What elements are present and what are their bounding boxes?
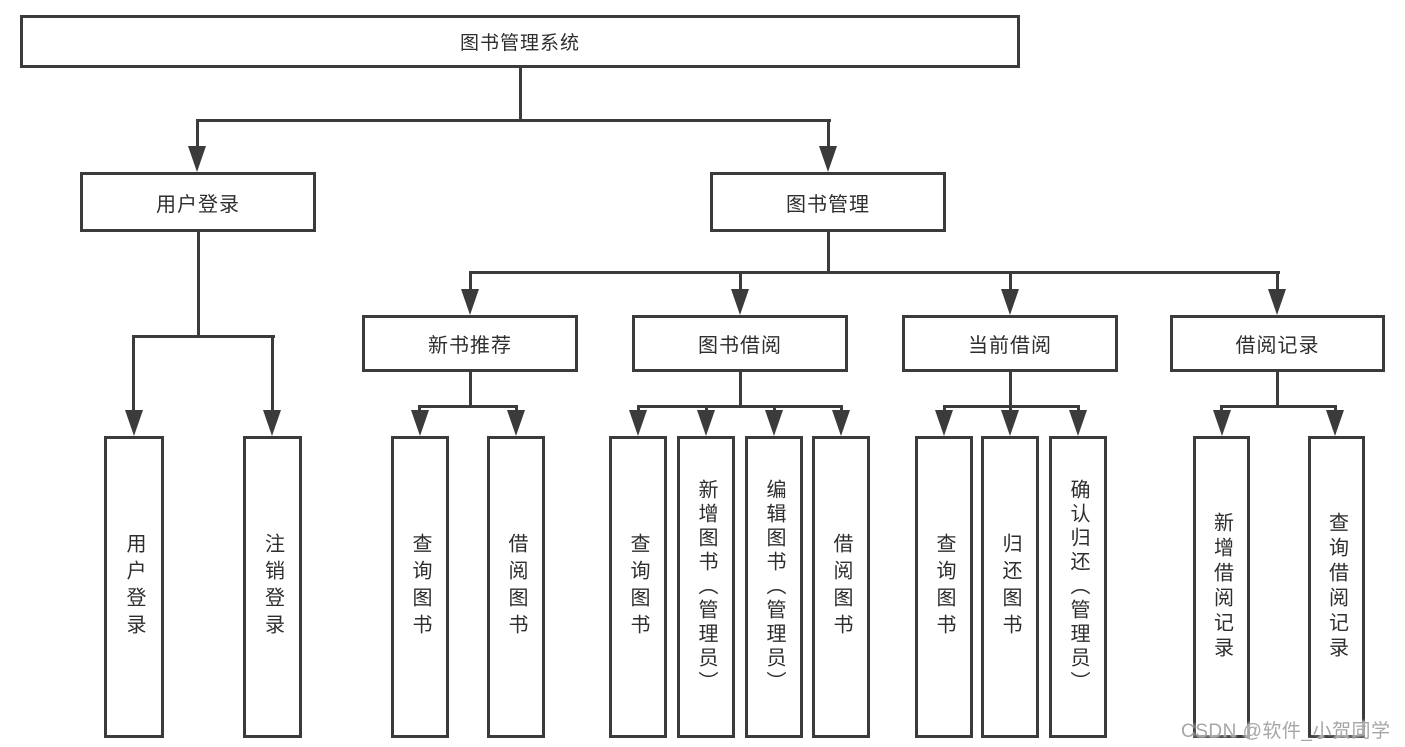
leaf-label: 新增借阅记录 [1210, 512, 1233, 662]
leaf-label: 归还图书 [999, 533, 1021, 641]
leaf-borrow-books-recommend: 借阅图书 [487, 436, 545, 738]
connector-bar [1220, 405, 1337, 408]
arrow-down-icon [1001, 289, 1019, 315]
leaf-label: 用户登录 [123, 533, 145, 641]
leaf-return-books: 归还图书 [981, 436, 1039, 738]
arrow-down-icon [935, 410, 953, 436]
leaf-logout: 注销登录 [243, 436, 302, 738]
connector-line [1009, 405, 1012, 414]
arrow-down-icon [1069, 410, 1087, 436]
arrow-down-icon [629, 410, 647, 436]
connector-line [1276, 271, 1279, 293]
arrow-down-icon [765, 410, 783, 436]
leaf-add-books-admin: 新增图书（管理员） [677, 436, 735, 738]
leaf-confirm-return-admin: 确认归还（管理员） [1049, 436, 1107, 738]
node-borrowing-records: 借阅记录 [1170, 315, 1385, 372]
leaf-query-books-borrowing: 查询图书 [609, 436, 667, 738]
node-new-book-recommend: 新书推荐 [362, 315, 578, 372]
connector-line [840, 405, 843, 414]
node-book-borrowing: 图书借阅 [632, 315, 848, 372]
arrow-down-icon [507, 410, 525, 436]
connector-stem [1009, 372, 1012, 408]
node-current-borrowing: 当前借阅 [902, 315, 1118, 372]
node-user-login: 用户登录 [80, 172, 316, 232]
connector-bar [637, 405, 843, 408]
arrow-down-icon [188, 146, 206, 172]
connector-root-stem [519, 66, 522, 122]
connector-line [943, 405, 946, 414]
connector-stem [197, 232, 200, 338]
leaf-label: 查询借阅记录 [1325, 512, 1348, 662]
arrow-down-icon [1326, 410, 1344, 436]
connector-stem [739, 372, 742, 408]
connector-line [827, 119, 830, 152]
arrow-down-icon [832, 410, 850, 436]
leaf-query-books-current: 查询图书 [915, 436, 973, 738]
connector-stem [469, 372, 472, 408]
leaf-borrow-books: 借阅图书 [812, 436, 870, 738]
leaf-label: 查询图书 [627, 533, 649, 641]
connector-bar [132, 335, 275, 338]
leaf-label: 查询图书 [409, 533, 431, 641]
arrow-down-icon [125, 410, 143, 436]
arrow-down-icon [731, 289, 749, 315]
connector-line [515, 405, 518, 414]
arrow-down-icon [1268, 289, 1286, 315]
leaf-edit-books-admin: 编辑图书（管理员） [745, 436, 803, 738]
connector-line [132, 335, 135, 413]
arrow-down-icon [1001, 410, 1019, 436]
leaf-query-borrow-record: 查询借阅记录 [1308, 436, 1365, 738]
connector-line [1334, 405, 1337, 414]
leaf-label: 借阅图书 [830, 533, 852, 641]
arrow-down-icon [1213, 410, 1231, 436]
leaf-add-borrow-record: 新增借阅记录 [1193, 436, 1250, 738]
connector-line [1077, 405, 1080, 414]
leaf-query-books-recommend: 查询图书 [391, 436, 449, 738]
csdn-watermark: CSDN @软件_小贺同学 [1181, 721, 1391, 742]
connector-stem [1276, 372, 1279, 408]
arrow-down-icon [819, 146, 837, 172]
connector-line [705, 405, 708, 414]
connector-line [1220, 405, 1223, 414]
node-root-library-system: 图书管理系统 [20, 15, 1020, 68]
connector-line [1009, 271, 1012, 293]
connector-bar [469, 271, 1280, 274]
leaf-user-login: 用户登录 [104, 436, 164, 738]
arrow-down-icon [461, 289, 479, 315]
leaf-label: 注销登录 [261, 533, 284, 641]
connector-line [739, 271, 742, 293]
connector-line [271, 335, 274, 413]
connector-line [773, 405, 776, 414]
leaf-label: 编辑图书（管理员） [763, 479, 785, 695]
arrow-down-icon [697, 410, 715, 436]
leaf-label: 确认归还（管理员） [1067, 479, 1089, 695]
connector-root-bar [196, 119, 831, 122]
connector-line [637, 405, 640, 414]
connector-line [196, 119, 199, 152]
node-book-management: 图书管理 [710, 172, 946, 232]
connector-line [469, 271, 472, 293]
connector-stem [827, 232, 830, 274]
leaf-label: 新增图书（管理员） [695, 479, 717, 695]
arrow-down-icon [263, 410, 281, 436]
connector-bar [418, 405, 518, 408]
leaf-label: 借阅图书 [505, 533, 527, 641]
arrow-down-icon [411, 410, 429, 436]
leaf-label: 查询图书 [933, 533, 955, 641]
connector-line [418, 405, 421, 414]
